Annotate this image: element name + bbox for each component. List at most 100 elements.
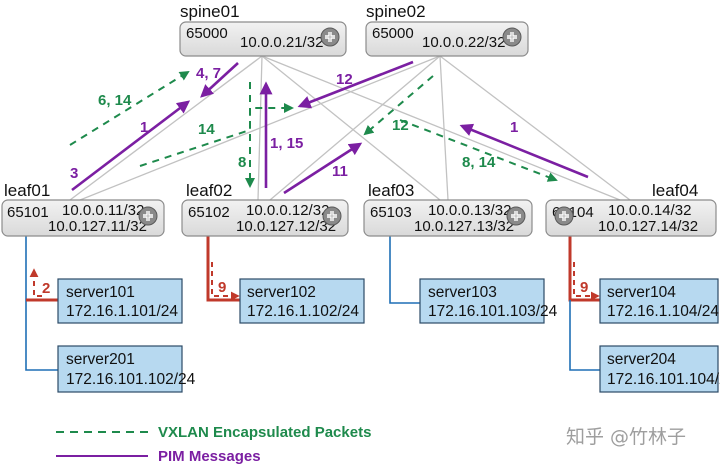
server102-name: server102 xyxy=(247,284,316,301)
leaf02-ip1: 10.0.0.12/32 xyxy=(246,202,329,219)
spine01-name: spine01 xyxy=(180,2,240,21)
router-icon xyxy=(138,206,158,226)
local-arrow-9-leaf02 xyxy=(211,262,240,301)
leaf02-chassis xyxy=(181,199,349,237)
pim-arrow-leaf02-spine02 xyxy=(283,142,363,195)
pim-label-1-leaf04: 1 xyxy=(510,119,518,136)
leaf01-ip2: 10.0.127.11/32 xyxy=(48,218,147,235)
leaf01: leaf01 65101 10.0.0.11/32 10.0.127.11/32 xyxy=(1,181,165,237)
local-arrow-2 xyxy=(29,268,42,297)
leaf01-name: leaf01 xyxy=(4,181,50,200)
server101: server101 172.16.1.101/24 xyxy=(57,278,183,324)
link-spine01-leaf01 xyxy=(69,55,263,201)
leaf03: leaf03 65103 10.0.0.13/32 10.0.127.13/32 xyxy=(363,181,533,237)
link-spine01-leaf03 xyxy=(261,55,441,201)
pim-label-3: 3 xyxy=(70,165,78,182)
server204-ip: 172.16.101.104/24 xyxy=(607,371,720,388)
link-leaf01-server201 xyxy=(25,236,58,371)
server201-ip: 172.16.101.102/24 xyxy=(66,371,196,388)
vxlan-label-8-14: 8, 14 xyxy=(462,154,496,171)
server204-name: server204 xyxy=(607,351,676,368)
server104-name: server104 xyxy=(607,284,676,301)
server103-box xyxy=(419,278,545,324)
flow-labels: 4, 7 1 3 1, 15 11 12 1 6, 14 14 8 12 8, … xyxy=(42,65,588,297)
router-icon xyxy=(502,27,522,47)
local-arrow-9-leaf04 xyxy=(573,262,600,301)
server204-box xyxy=(599,345,719,393)
link-spine02-leaf02 xyxy=(269,55,441,201)
pim-arrows xyxy=(71,60,589,195)
leaf03-asn: 65103 xyxy=(370,204,412,221)
spine01-ip: 10.0.0.21/32 xyxy=(240,34,323,51)
server201-name: server201 xyxy=(66,351,135,368)
leaf02: leaf02 65102 10.0.0.12/32 10.0.127.12/32 xyxy=(181,181,349,237)
leaf04-ip1: 10.0.0.14/32 xyxy=(608,202,691,219)
router-icon xyxy=(506,206,526,226)
vxlan-arrows xyxy=(69,70,558,188)
server103-ip: 172.16.101.103/24 xyxy=(428,303,558,320)
spine02: spine02 65000 10.0.0.22/32 xyxy=(365,2,529,57)
server104-box xyxy=(599,278,719,324)
leaf01-asn: 65101 xyxy=(7,204,49,221)
spine01-chassis xyxy=(179,21,347,57)
leaf02-ip2: 10.0.127.12/32 xyxy=(236,218,336,235)
link-leaf04-server204 xyxy=(569,300,600,371)
pim-arrow-spine01-down xyxy=(200,62,239,98)
access-links xyxy=(25,236,600,371)
router-icon xyxy=(554,206,574,226)
local-label-9-leaf04: 9 xyxy=(580,279,588,296)
fabric-links xyxy=(69,55,631,201)
link-leaf02-server102 xyxy=(206,236,240,302)
leaf04-chassis xyxy=(545,199,717,237)
server101-ip: 172.16.1.101/24 xyxy=(66,303,178,320)
watermark: 知乎 @竹林子 xyxy=(566,426,686,448)
leaf01-ip1: 10.0.0.11/32 xyxy=(62,202,144,219)
router-icon xyxy=(320,27,340,47)
leaf02-asn: 65102 xyxy=(188,204,230,221)
server102-ip: 172.16.1.102/24 xyxy=(247,303,359,320)
router-icon xyxy=(322,206,342,226)
leaf03-name: leaf03 xyxy=(368,181,414,200)
local-arrows xyxy=(29,262,600,301)
server104-ip: 172.16.1.104/24 xyxy=(607,303,719,320)
leaf02-name: leaf02 xyxy=(186,181,232,200)
local-label-9-leaf02: 9 xyxy=(218,279,226,296)
server102: server102 172.16.1.102/24 xyxy=(239,278,365,324)
server103: server103 172.16.101.103/24 xyxy=(419,278,558,324)
vxlan-arrow-mid-14 xyxy=(139,103,294,167)
spine02-asn: 65000 xyxy=(372,25,414,42)
vxlan-label-6-14: 6, 14 xyxy=(98,92,132,109)
spine02-ip: 10.0.0.22/32 xyxy=(422,34,505,51)
server103-name: server103 xyxy=(428,284,497,301)
leaf01-chassis xyxy=(1,199,165,237)
leaf04: leaf04 65104 10.0.0.14/32 10.0.127.14/32 xyxy=(545,181,717,237)
spine02-chassis xyxy=(365,21,529,57)
vxlan-label-14: 14 xyxy=(198,121,215,138)
pim-arrow-leaf04-spine02 xyxy=(459,123,589,179)
link-spine02-leaf03 xyxy=(439,55,449,201)
legend-pim-label: PIM Messages xyxy=(158,448,261,465)
pim-label-4-7: 4, 7 xyxy=(196,65,221,82)
server102-box xyxy=(239,278,365,324)
link-spine02-leaf01 xyxy=(79,55,441,201)
leaf04-name: leaf04 xyxy=(652,181,698,200)
legend-vxlan-label: VXLAN Encapsulated Packets xyxy=(158,424,371,441)
link-spine02-leaf04 xyxy=(439,55,631,201)
pim-label-11: 11 xyxy=(332,163,348,180)
spine01: spine01 65000 10.0.0.21/32 xyxy=(179,2,347,57)
pim-arrow-leaf01-spine01 xyxy=(71,100,191,192)
leaf03-ip2: 10.0.127.13/32 xyxy=(414,218,514,235)
spine02-name: spine02 xyxy=(366,2,426,21)
link-leaf03-server103 xyxy=(389,236,420,304)
link-spine01-leaf04 xyxy=(261,55,621,201)
pim-arrow-spine02-spine01 xyxy=(297,60,414,109)
pim-label-1-15: 1, 15 xyxy=(270,135,303,152)
vxlan-arrow-leaf01-spine01 xyxy=(69,70,190,146)
leaf03-chassis xyxy=(363,199,533,237)
local-label-2: 2 xyxy=(42,280,50,297)
pim-label-12: 12 xyxy=(336,71,353,88)
leaf04-ip2: 10.0.127.14/32 xyxy=(598,218,698,235)
server104: server104 172.16.1.104/24 xyxy=(599,278,719,324)
legend: VXLAN Encapsulated Packets PIM Messages xyxy=(56,424,371,465)
